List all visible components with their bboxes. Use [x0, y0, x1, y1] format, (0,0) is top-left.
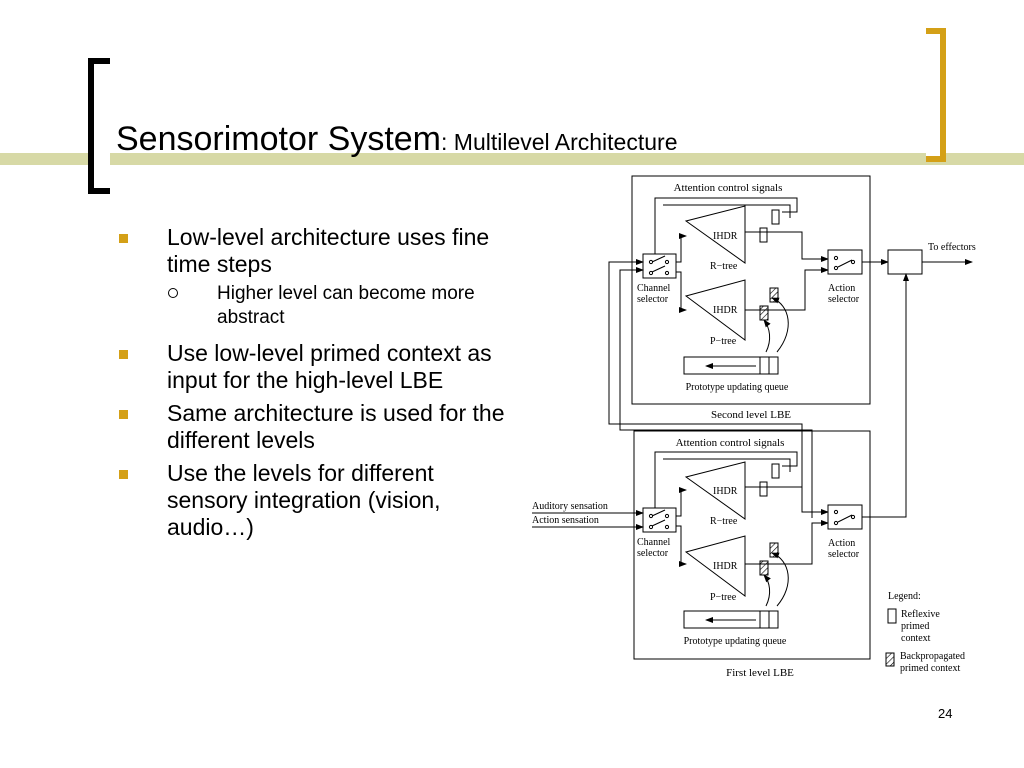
- action-label: Action: [828, 283, 855, 294]
- bullet-text: Use the levels for different sensory int…: [167, 460, 441, 540]
- title-separator: :: [441, 129, 448, 155]
- second-level-label: Second level LBE: [711, 409, 791, 421]
- action-selector-box: [827, 249, 863, 275]
- legend-reflexive-swatch: [887, 608, 897, 624]
- bullet-list: Low-level architecture uses fine time st…: [118, 224, 518, 547]
- first-to-second-line: [608, 259, 803, 512]
- legend-backprop-line: Backpropagated: [900, 651, 965, 662]
- square-bullet-icon: [119, 470, 128, 479]
- attention-loop-inner: [663, 204, 791, 218]
- bullet-text: Low-level architecture uses fine time st…: [167, 224, 490, 277]
- action-selector-box: [827, 504, 863, 530]
- legend-title: Legend:: [888, 591, 921, 602]
- second-level-frame: [631, 175, 871, 405]
- first-action-to-effectors: [862, 273, 909, 518]
- backprop-context-box: [759, 560, 769, 576]
- action-label: Action: [828, 538, 855, 549]
- legend: Legend: Reflexive primed context Backpro…: [885, 591, 965, 674]
- attention-loop-line: [654, 197, 798, 258]
- channel-selector-box: [642, 253, 677, 279]
- first-level-label: First level LBE: [726, 667, 794, 679]
- ihdr-label: IHDR: [713, 561, 738, 572]
- selector-label: selector: [828, 294, 860, 305]
- left-bracket-decor: [88, 58, 110, 194]
- title-subtitle: Multilevel Architecture: [447, 129, 678, 155]
- channel-label: Channel: [637, 537, 671, 548]
- ihdr-rtree-triangle: [684, 461, 746, 520]
- ihdr-ptree-triangle: [684, 535, 746, 597]
- bullet-item: Same architecture is used for the differ…: [118, 400, 518, 454]
- page-number: 24: [938, 706, 953, 721]
- action-sensation-label: Action sensation: [532, 515, 599, 526]
- sub-bullet-item: Higher level can become more abstract: [118, 282, 518, 330]
- selector-label: selector: [828, 549, 860, 560]
- auditory-sensation-label: Auditory sensation: [532, 501, 608, 512]
- first-level-frame: [633, 430, 871, 660]
- to-effectors-label: To effectors: [928, 242, 976, 253]
- square-bullet-icon: [119, 410, 128, 419]
- first-level-block: Attention control signals IHDR R−tree IH…: [633, 430, 871, 679]
- bullet-text: Use low-level primed context as input fo…: [167, 340, 492, 393]
- legend-backprop-line: primed context: [900, 663, 960, 674]
- bullet-item: Low-level architecture uses fine time st…: [118, 224, 518, 278]
- legend-reflexive-line: Reflexive: [901, 609, 940, 620]
- ihdr-label: IHDR: [713, 231, 738, 242]
- backprop-context-box: [759, 305, 769, 321]
- title-decor-band: [0, 153, 1024, 165]
- title-main: Sensorimotor System: [116, 120, 441, 158]
- ptree-label: P−tree: [710, 592, 737, 603]
- square-bullet-icon: [119, 234, 128, 243]
- effectors-box: [887, 249, 923, 275]
- rtree-label: R−tree: [710, 516, 738, 527]
- legend-reflexive-line: primed: [901, 621, 929, 632]
- attention-label: Attention control signals: [674, 182, 783, 194]
- ihdr-label: IHDR: [713, 486, 738, 497]
- attention-label: Attention control signals: [676, 437, 785, 449]
- square-bullet-icon: [119, 350, 128, 359]
- right-bracket-decor: [926, 28, 946, 162]
- bullet-item: Use low-level primed context as input fo…: [118, 340, 518, 394]
- rtree-label: R−tree: [710, 261, 738, 272]
- channel-selector-box: [642, 507, 677, 533]
- slide-title: Sensorimotor System: Multilevel Architec…: [116, 120, 677, 159]
- ihdr-rtree-triangle: [684, 205, 746, 264]
- bullet-text: Same architecture is used for the differ…: [167, 400, 505, 453]
- reflexive-context-box: [771, 209, 780, 225]
- bullet-item: Use the levels for different sensory int…: [118, 460, 518, 541]
- queue-label: Prototype updating queue: [686, 382, 789, 393]
- legend-backprop-swatch: [885, 652, 895, 667]
- reflexive-context-box: [759, 227, 768, 243]
- reflexive-context-box: [771, 463, 780, 479]
- ihdr-label: IHDR: [713, 305, 738, 316]
- queue-label: Prototype updating queue: [684, 636, 787, 647]
- reflexive-context-box: [759, 481, 768, 497]
- selector-label: selector: [637, 548, 669, 559]
- legend-reflexive-line: context: [901, 633, 931, 644]
- second-level-block: Attention control signals IHDR R−tree IH…: [631, 175, 889, 421]
- circle-bullet-icon: [168, 288, 178, 298]
- ptree-label: P−tree: [710, 336, 737, 347]
- sub-bullet-text: Higher level can become more abstract: [217, 283, 475, 328]
- first-to-second-line: [619, 267, 813, 518]
- selector-label: selector: [637, 294, 669, 305]
- channel-label: Channel: [637, 283, 671, 294]
